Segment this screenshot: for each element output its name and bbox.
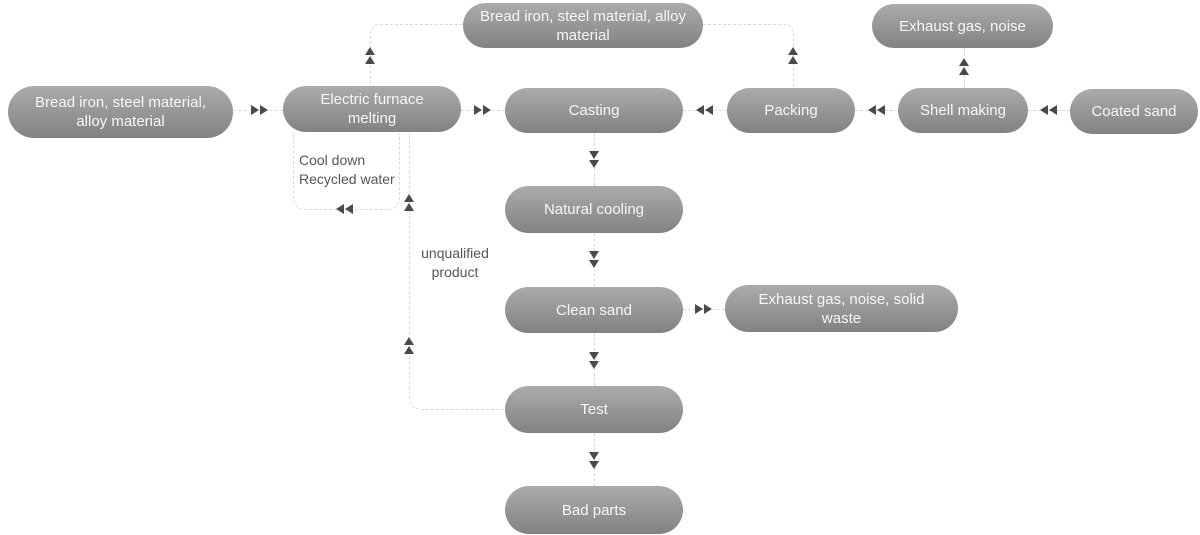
node-electric-furnace-melting: Electric furnace melting — [283, 86, 461, 132]
node-label: Exhaust gas, noise, solid waste — [758, 290, 925, 327]
arrow-down-icon — [589, 251, 599, 268]
arrow-left-icon — [1040, 105, 1057, 115]
arrow-left-icon — [696, 105, 713, 115]
node-label: Clean sand — [556, 301, 632, 319]
arrow-down-icon — [589, 452, 599, 469]
node-shell-making: Shell making — [898, 88, 1028, 133]
node-exhaust-gas-noise: Exhaust gas, noise — [872, 4, 1053, 48]
arrow-left-icon — [868, 105, 885, 115]
node-input-left: Bread iron, steel material, alloy materi… — [8, 86, 233, 138]
node-label: Test — [580, 401, 608, 418]
unqualified-product-label-line2: product — [431, 264, 479, 280]
node-packing: Packing — [727, 88, 855, 133]
arrow-up-icon — [365, 47, 375, 64]
cool-down-label-line1: Cool down — [299, 152, 366, 168]
connector-unqualified-return — [409, 133, 506, 410]
cool-down-label: Cool down Recycled water — [299, 151, 395, 189]
node-bad-parts: Bad parts — [505, 486, 683, 534]
node-coated-sand: Coated sand — [1070, 89, 1198, 134]
node-test: Test — [505, 386, 683, 433]
arrow-right-icon — [251, 105, 268, 115]
node-exhaust-gas-noise-solid-waste: Exhaust gas, noise, solid waste — [725, 285, 958, 332]
node-label: Coated sand — [1091, 103, 1177, 120]
node-label: Packing — [764, 102, 818, 119]
node-label: Electric furnace melting — [320, 91, 424, 127]
node-natural-cooling: Natural cooling — [505, 186, 683, 233]
arrow-up-icon — [788, 47, 798, 64]
node-label: Shell making — [920, 102, 1006, 119]
connector-furnace-to-inputtop — [370, 24, 464, 87]
arrow-right-icon — [695, 304, 712, 314]
unqualified-product-label: unqualified product — [409, 244, 501, 282]
arrow-right-icon — [474, 105, 491, 115]
node-label: Natural cooling — [543, 201, 645, 218]
connector-shellmaking-to-packing — [855, 110, 898, 111]
connector-casting-to-naturalcooling — [594, 133, 595, 186]
arrow-down-icon — [589, 151, 599, 168]
arrow-down-icon — [589, 352, 599, 369]
cool-down-label-line2: Recycled water — [299, 171, 395, 187]
arrow-left-icon — [336, 204, 353, 214]
node-label: Bad parts — [561, 501, 627, 519]
node-label: Bread iron, steel material, alloy materi… — [35, 94, 206, 130]
arrow-up-icon — [959, 58, 969, 75]
node-clean-sand: Clean sand — [505, 287, 683, 333]
arrow-up-icon — [404, 337, 414, 354]
node-label: Casting — [568, 102, 620, 119]
node-input-top: Bread iron, steel material, alloy materi… — [463, 3, 703, 48]
unqualified-product-label-line1: unqualified — [421, 245, 489, 261]
connector-packing-to-inputtop — [703, 24, 794, 89]
node-label: Bread iron, steel material, alloy materi… — [480, 7, 686, 44]
node-label: Exhaust gas, noise — [899, 17, 1026, 35]
arrow-up-icon — [404, 194, 414, 211]
node-casting: Casting — [505, 88, 683, 133]
